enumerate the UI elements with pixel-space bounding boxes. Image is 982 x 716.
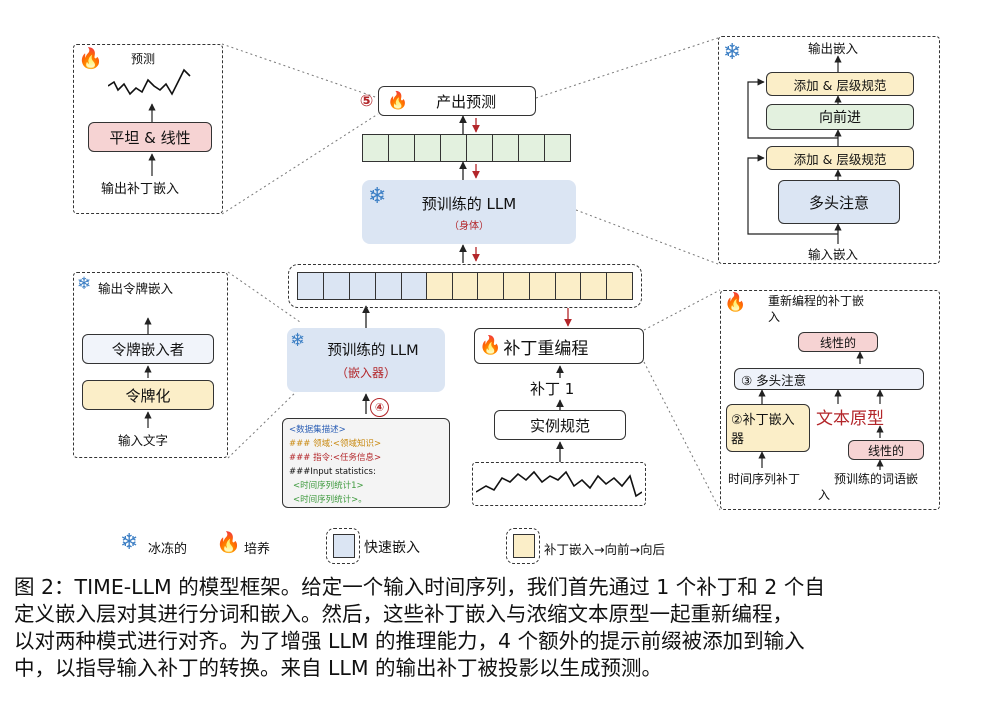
patch-embedder-label-2: 器 bbox=[731, 432, 745, 447]
patch-1-label: 补丁 1 bbox=[530, 380, 575, 398]
pretrained-word-embed-label-2: 入 bbox=[818, 488, 831, 502]
snowflake-icon: ❄ bbox=[723, 40, 742, 65]
prompt-stat-1: <时间序列统计1> bbox=[293, 481, 364, 491]
snowflake-icon: ❄ bbox=[77, 274, 92, 294]
prompt-embed-cells bbox=[296, 272, 428, 300]
instance-norm-label: 实例规范 bbox=[529, 416, 590, 435]
caption-line-2: 定义嵌入层对其进行分词和嵌入。然后，这些补丁嵌入与浓缩文本原型一起重新编程， bbox=[14, 602, 793, 626]
step-4-badge: ④ bbox=[370, 398, 389, 417]
add-norm-label-1: 添加 & 层级规范 bbox=[793, 77, 887, 93]
add-norm-label-2: 添加 & 层级规范 bbox=[793, 151, 887, 167]
reprog-embed-title-2: 入 bbox=[768, 310, 781, 324]
linear-label-2: 线性的 bbox=[867, 443, 904, 458]
llm-embedder-subtitle: （嵌入器） bbox=[335, 366, 396, 380]
step-5-badge: ⑤ bbox=[359, 91, 374, 110]
output-token-embed-label: 输出令牌嵌入 bbox=[98, 281, 174, 296]
prompt-prefix-box: <数据集描述> ### 领域:<领域知识> ### 指令:<任务信息> ###I… bbox=[282, 418, 450, 508]
llm-embedder-title: 预训练的 LLM bbox=[327, 343, 419, 359]
legend-patch-flow-label: 补丁嵌入→向前→向后 bbox=[544, 542, 665, 557]
llm-input-sequence bbox=[288, 264, 642, 308]
instance-norm-box: 实例规范 bbox=[494, 410, 626, 440]
mha-label: 多头注意 bbox=[808, 193, 869, 212]
forecast-label: 预测 bbox=[131, 52, 156, 66]
figure-caption: 图 2：TIME-LLM 的模型框架。给定一个输入时间序列，我们首先通过 1 个… bbox=[14, 574, 969, 682]
legend-yellow-swatch bbox=[513, 534, 535, 558]
caption-line-1: 图 2：TIME-LLM 的模型框架。给定一个输入时间序列，我们首先通过 1 个… bbox=[14, 575, 825, 599]
llm-embedder-box: 预训练的 LLM （嵌入器） bbox=[287, 328, 445, 392]
snowflake-icon: ❄ bbox=[290, 330, 306, 351]
linear-box-2: 线性的 bbox=[848, 440, 924, 460]
patch-reprogram-label: 补丁重编程 bbox=[503, 338, 589, 359]
flatten-linear-box: 平坦 & 线性 bbox=[88, 122, 212, 152]
patch-reprogram-box: 🔥 补丁重编程 bbox=[474, 328, 644, 364]
add-norm-box-1: 添加 & 层级规范 bbox=[766, 72, 914, 96]
fire-icon: 🔥 bbox=[479, 335, 502, 356]
prompt-domain: ### 领域:<领域知识> bbox=[289, 439, 382, 449]
tokenize-label: 令牌化 bbox=[125, 386, 171, 405]
reprogram-panel bbox=[720, 290, 940, 510]
linear-label-1: 线性的 bbox=[819, 335, 856, 350]
output-projection-panel bbox=[73, 44, 223, 214]
flatten-linear-label: 平坦 & 线性 bbox=[109, 128, 191, 147]
patch-embed-cells bbox=[425, 272, 633, 300]
reprog-mha-box: ③ 多头注意 bbox=[734, 368, 924, 390]
prompt-input-stats: ###Input statistics: bbox=[289, 467, 376, 477]
mha-box: 多头注意 bbox=[778, 180, 900, 224]
caption-line-3: 以对两种模式进行对齐。为了增强 LLM 的推理能力，4 个额外的提示前缀被添加到… bbox=[14, 629, 805, 653]
linear-box-1: 线性的 bbox=[798, 332, 878, 352]
legend-blue-swatch-frame bbox=[326, 528, 360, 564]
legend-trained-label: 培养 bbox=[244, 542, 271, 557]
output-patch-row bbox=[361, 134, 571, 162]
reprog-mha-label: ③ 多头注意 bbox=[741, 372, 807, 388]
feed-forward-label: 向前进 bbox=[819, 110, 861, 126]
fire-icon: 🔥 bbox=[78, 46, 103, 70]
llm-body-title: 预训练的 LLM bbox=[421, 194, 517, 213]
patch-embedder-box: ②补丁嵌入 器 bbox=[726, 404, 810, 452]
input-series-waveform bbox=[476, 470, 642, 498]
llm-body-box: 预训练的 LLM （身体） bbox=[362, 180, 576, 244]
legend-yellow-swatch-frame bbox=[506, 528, 540, 564]
fire-icon: 🔥 bbox=[724, 292, 747, 313]
input-series-box bbox=[472, 462, 646, 506]
legend-frozen-label: 冰冻的 bbox=[148, 542, 188, 557]
caption-line-4: 中，以指导输入补丁的转换。来自 LLM 的输出补丁被投影以生成预测。 bbox=[14, 656, 663, 680]
legend-fire-icon: 🔥 bbox=[216, 530, 241, 554]
output-embed-label: 输出嵌入 bbox=[808, 41, 859, 56]
pretrained-word-embed-label-1: 预训练的词语嵌 bbox=[834, 472, 919, 486]
fire-icon: 🔥 bbox=[387, 90, 409, 111]
prompt-stat-2: <时间序列统计>。 bbox=[293, 495, 367, 505]
output-patch-embed-label: 输出补丁嵌入 bbox=[101, 182, 180, 197]
ts-patch-label: 时间序列补丁 bbox=[728, 472, 801, 486]
tokenize-box: 令牌化 bbox=[82, 380, 214, 410]
prompt-dataset-desc: <数据集描述> bbox=[289, 425, 346, 435]
legend-blue-swatch bbox=[333, 534, 355, 558]
llm-body-subtitle: （身体） bbox=[449, 220, 489, 232]
add-norm-box-2: 添加 & 层级规范 bbox=[766, 146, 914, 170]
patch-embedder-label-1: ②补丁嵌入 bbox=[731, 413, 795, 428]
input-text-label: 输入文字 bbox=[118, 433, 169, 448]
input-embed-label: 输入嵌入 bbox=[808, 247, 859, 262]
snowflake-icon: ❄ bbox=[368, 184, 387, 209]
reprog-embed-title-1: 重新编程的补丁嵌 bbox=[768, 294, 865, 308]
token-embedder-label: 令牌嵌入者 bbox=[111, 342, 185, 359]
forecast-waveform bbox=[108, 68, 191, 96]
prompt-instruction: ### 指令:<任务信息> bbox=[289, 453, 382, 463]
token-embed-panel bbox=[73, 272, 228, 458]
token-embedder-box: 令牌嵌入者 bbox=[82, 334, 214, 364]
feed-forward-box: 向前进 bbox=[766, 104, 914, 130]
output-projection-label: 产出预测 bbox=[436, 92, 497, 111]
output-projection-box: 🔥 产出预测 bbox=[378, 86, 536, 116]
legend-fast-embed-label: 快速嵌入 bbox=[364, 540, 420, 556]
legend-snowflake-icon: ❄ bbox=[120, 530, 139, 555]
text-prototype-label: 文本原型 bbox=[816, 409, 884, 429]
transformer-block-panel bbox=[718, 36, 940, 264]
